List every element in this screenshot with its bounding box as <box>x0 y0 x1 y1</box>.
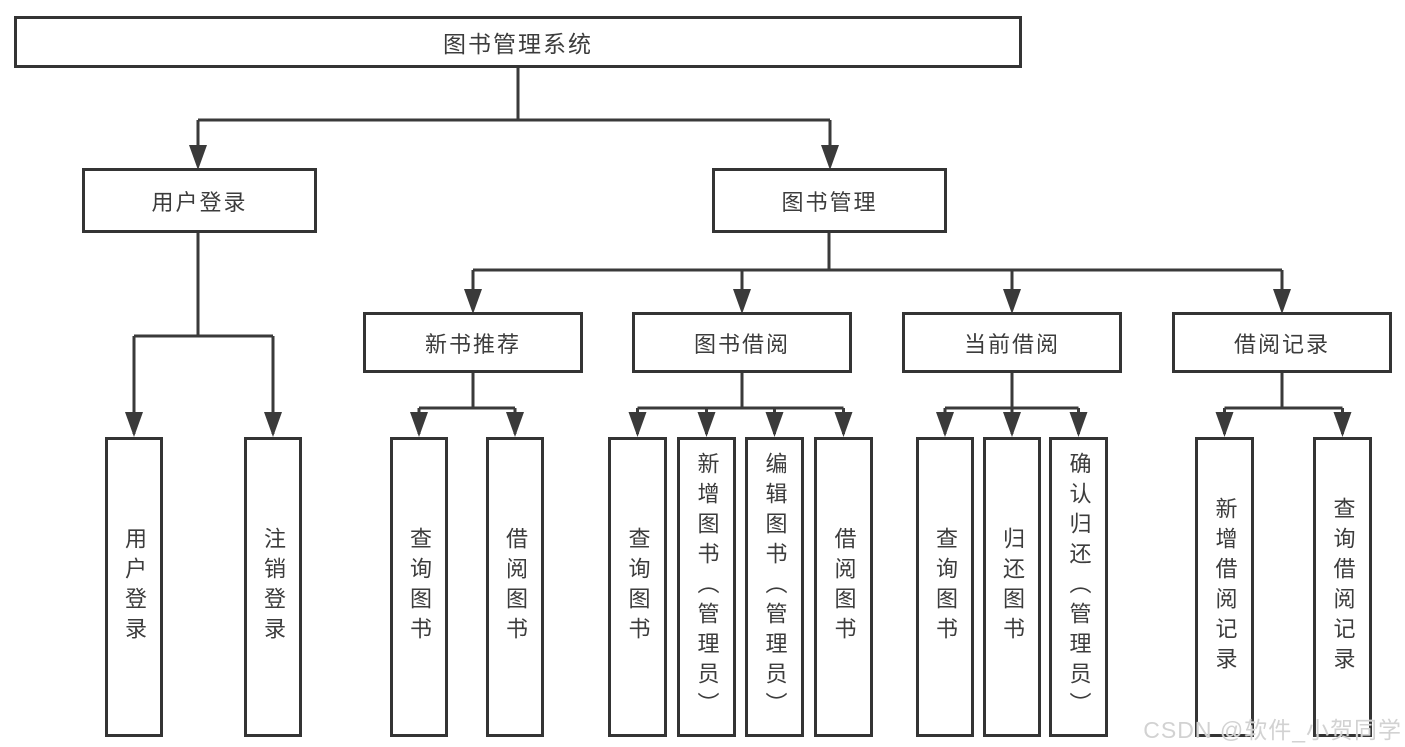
arrow-down-icon <box>189 145 207 170</box>
connector-path <box>132 68 1344 434</box>
leaf-logout: 注销登录 <box>244 437 302 737</box>
node-book-borrowing: 图书借阅 <box>632 312 852 373</box>
node-new-book-recommendation: 新书推荐 <box>363 312 583 373</box>
arrow-down-icon <box>765 412 784 437</box>
leaf-query-books-current: 查询图书 <box>916 437 974 737</box>
leaf-borrow-books: 借阅图书 <box>814 437 873 737</box>
arrow-down-icon <box>697 412 716 437</box>
arrow-down-icon <box>628 412 647 437</box>
leaf-edit-book-admin: 编辑图书（管理员） <box>745 437 804 737</box>
node-current-borrowing: 当前借阅 <box>902 312 1122 373</box>
leaf-return-book: 归还图书 <box>983 437 1041 737</box>
leaf-add-book-admin: 新增图书（管理员） <box>677 437 736 737</box>
node-user-login: 用户登录 <box>82 168 317 233</box>
arrow-down-icon <box>506 412 524 437</box>
arrow-down-icon <box>264 412 282 437</box>
arrow-down-icon <box>1333 412 1352 437</box>
arrow-down-icon <box>1273 289 1291 314</box>
node-library-management-system: 图书管理系统 <box>14 16 1022 68</box>
arrow-down-icon <box>1069 412 1088 437</box>
leaf-query-books-borrowing: 查询图书 <box>608 437 667 737</box>
arrow-down-icon <box>936 412 954 437</box>
leaf-user-login: 用户登录 <box>105 437 163 737</box>
leaf-borrow-books-recommend: 借阅图书 <box>486 437 544 737</box>
node-borrowing-records: 借阅记录 <box>1172 312 1392 373</box>
arrow-down-icon <box>733 289 751 314</box>
leaf-query-books-recommend: 查询图书 <box>390 437 448 737</box>
arrow-down-icon <box>821 145 839 170</box>
leaf-confirm-return-admin: 确认归还（管理员） <box>1049 437 1108 737</box>
watermark: CSDN @软件_小贺同学 <box>1143 717 1402 743</box>
leaf-add-borrow-record: 新增借阅记录 <box>1195 437 1254 737</box>
arrow-down-icon <box>410 412 428 437</box>
arrow-down-icon <box>125 412 143 437</box>
arrow-down-icon <box>1003 412 1021 437</box>
arrow-down-icon <box>834 412 853 437</box>
arrow-down-icon <box>1003 289 1021 314</box>
arrow-down-icon <box>464 289 482 314</box>
arrow-down-icon <box>1215 412 1234 437</box>
leaf-query-borrow-record: 查询借阅记录 <box>1313 437 1372 737</box>
node-book-management: 图书管理 <box>712 168 947 233</box>
